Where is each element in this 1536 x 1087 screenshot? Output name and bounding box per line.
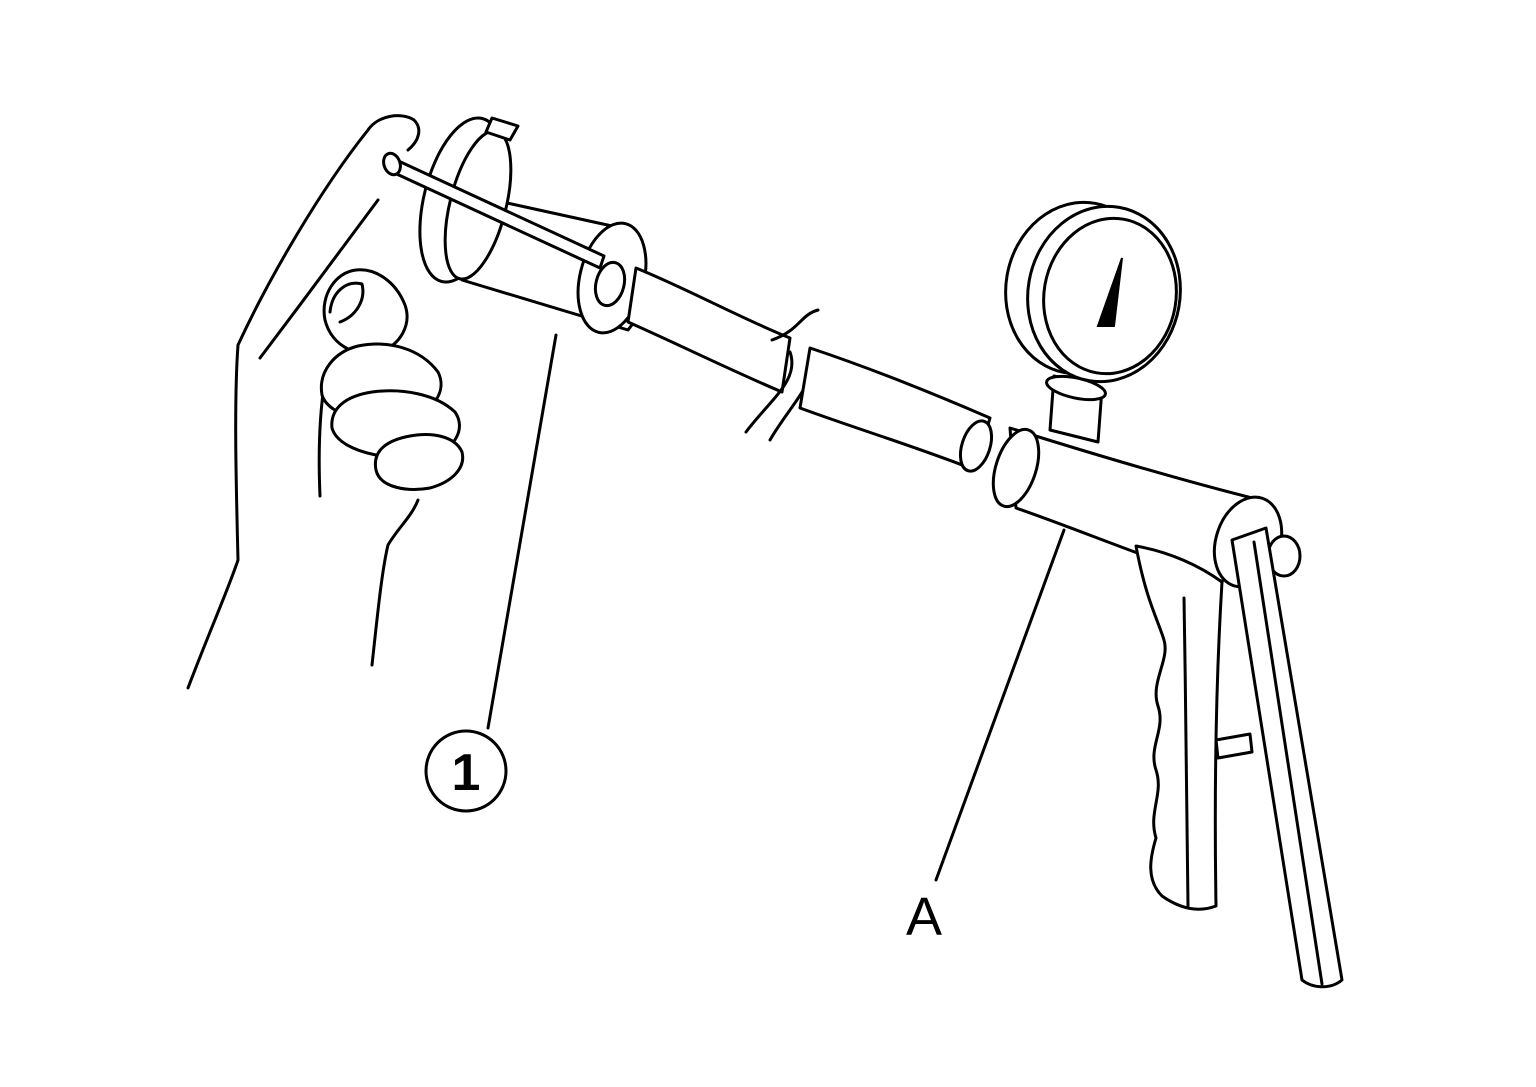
callout-1: 1 — [424, 333, 558, 813]
callout-label-a: A — [906, 887, 942, 947]
pistol-grip — [1134, 544, 1224, 911]
hand — [186, 114, 465, 690]
callout-circle-1 — [424, 729, 508, 813]
lever-stop — [1214, 732, 1254, 760]
gauge-needle — [1096, 257, 1123, 327]
grip-inner-edge — [1182, 596, 1190, 908]
hose-near-segment — [626, 266, 792, 394]
leader-line-1 — [486, 333, 558, 730]
cylinder-end-recess — [593, 260, 627, 308]
hose — [626, 266, 994, 473]
finger-4 — [373, 433, 465, 491]
plunger-rod-tip — [382, 151, 402, 177]
cylinder-cap-rim — [484, 116, 520, 142]
callout-a: A — [906, 528, 1066, 947]
vacuum-pump — [991, 200, 1344, 989]
fingernail — [328, 281, 365, 324]
hose-fitting — [958, 419, 994, 473]
fluid-cylinder — [382, 116, 648, 335]
hand-inner-contour — [258, 198, 380, 360]
pump-barrel-front — [991, 427, 1041, 509]
leader-line-a — [934, 528, 1066, 882]
pump-lever-edge — [1252, 540, 1324, 986]
hose-break-mark-2 — [744, 350, 794, 434]
hose-break-mark-1 — [770, 308, 820, 342]
finger-1 — [322, 268, 409, 356]
hand-outer-contour — [186, 114, 421, 690]
wrist-line — [370, 498, 420, 667]
callout-label-1: 1 — [452, 744, 481, 802]
